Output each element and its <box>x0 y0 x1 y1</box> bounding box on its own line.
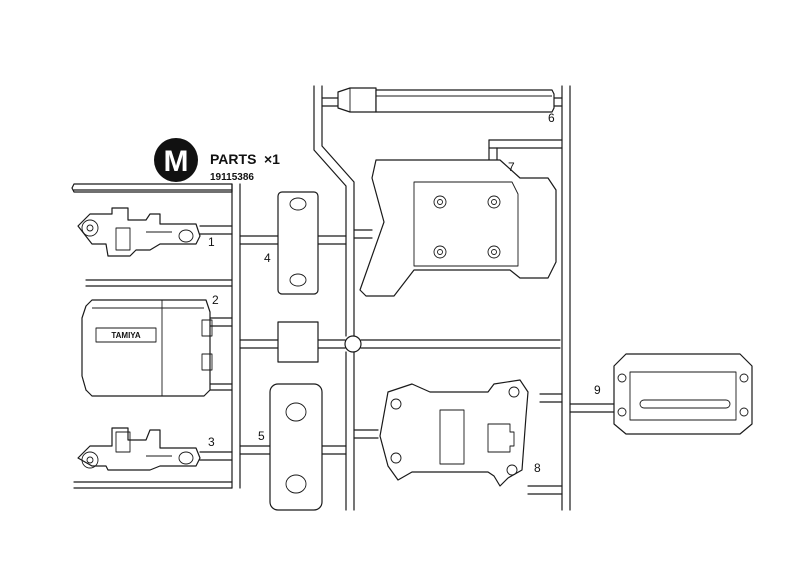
part-number-label: 5 <box>258 429 265 443</box>
part-number-label: 2 <box>212 293 219 307</box>
tree-title: PARTS <box>210 151 256 167</box>
tree-quantity: ×1 <box>264 151 280 167</box>
tree-letter-badge <box>154 138 198 182</box>
part-8 <box>379 379 529 487</box>
part-4 <box>277 191 319 295</box>
part-number-label: 4 <box>264 251 271 265</box>
tree-header: M PARTS ×1 19115386 <box>154 138 280 183</box>
part-number-label: 3 <box>208 435 215 449</box>
part-number-label: 8 <box>534 461 541 475</box>
part-number-label: 1 <box>208 235 215 249</box>
part-number-label: 7 <box>508 160 515 174</box>
tree-part-code: 19115386 <box>210 172 254 183</box>
part-9 <box>613 353 753 435</box>
sprue-runners <box>71 85 615 511</box>
part-3 <box>77 427 201 471</box>
part-number-label: 6 <box>548 111 555 125</box>
part-2-embossed-logo: TAMIYA <box>111 331 141 340</box>
tree-letter: M <box>164 145 189 178</box>
part-2: TAMIYA <box>81 299 213 397</box>
part-1 <box>77 207 201 257</box>
part-7 <box>359 159 557 297</box>
part-5 <box>269 383 323 511</box>
part-6 <box>337 87 555 113</box>
part-number-label: 9 <box>594 383 601 397</box>
